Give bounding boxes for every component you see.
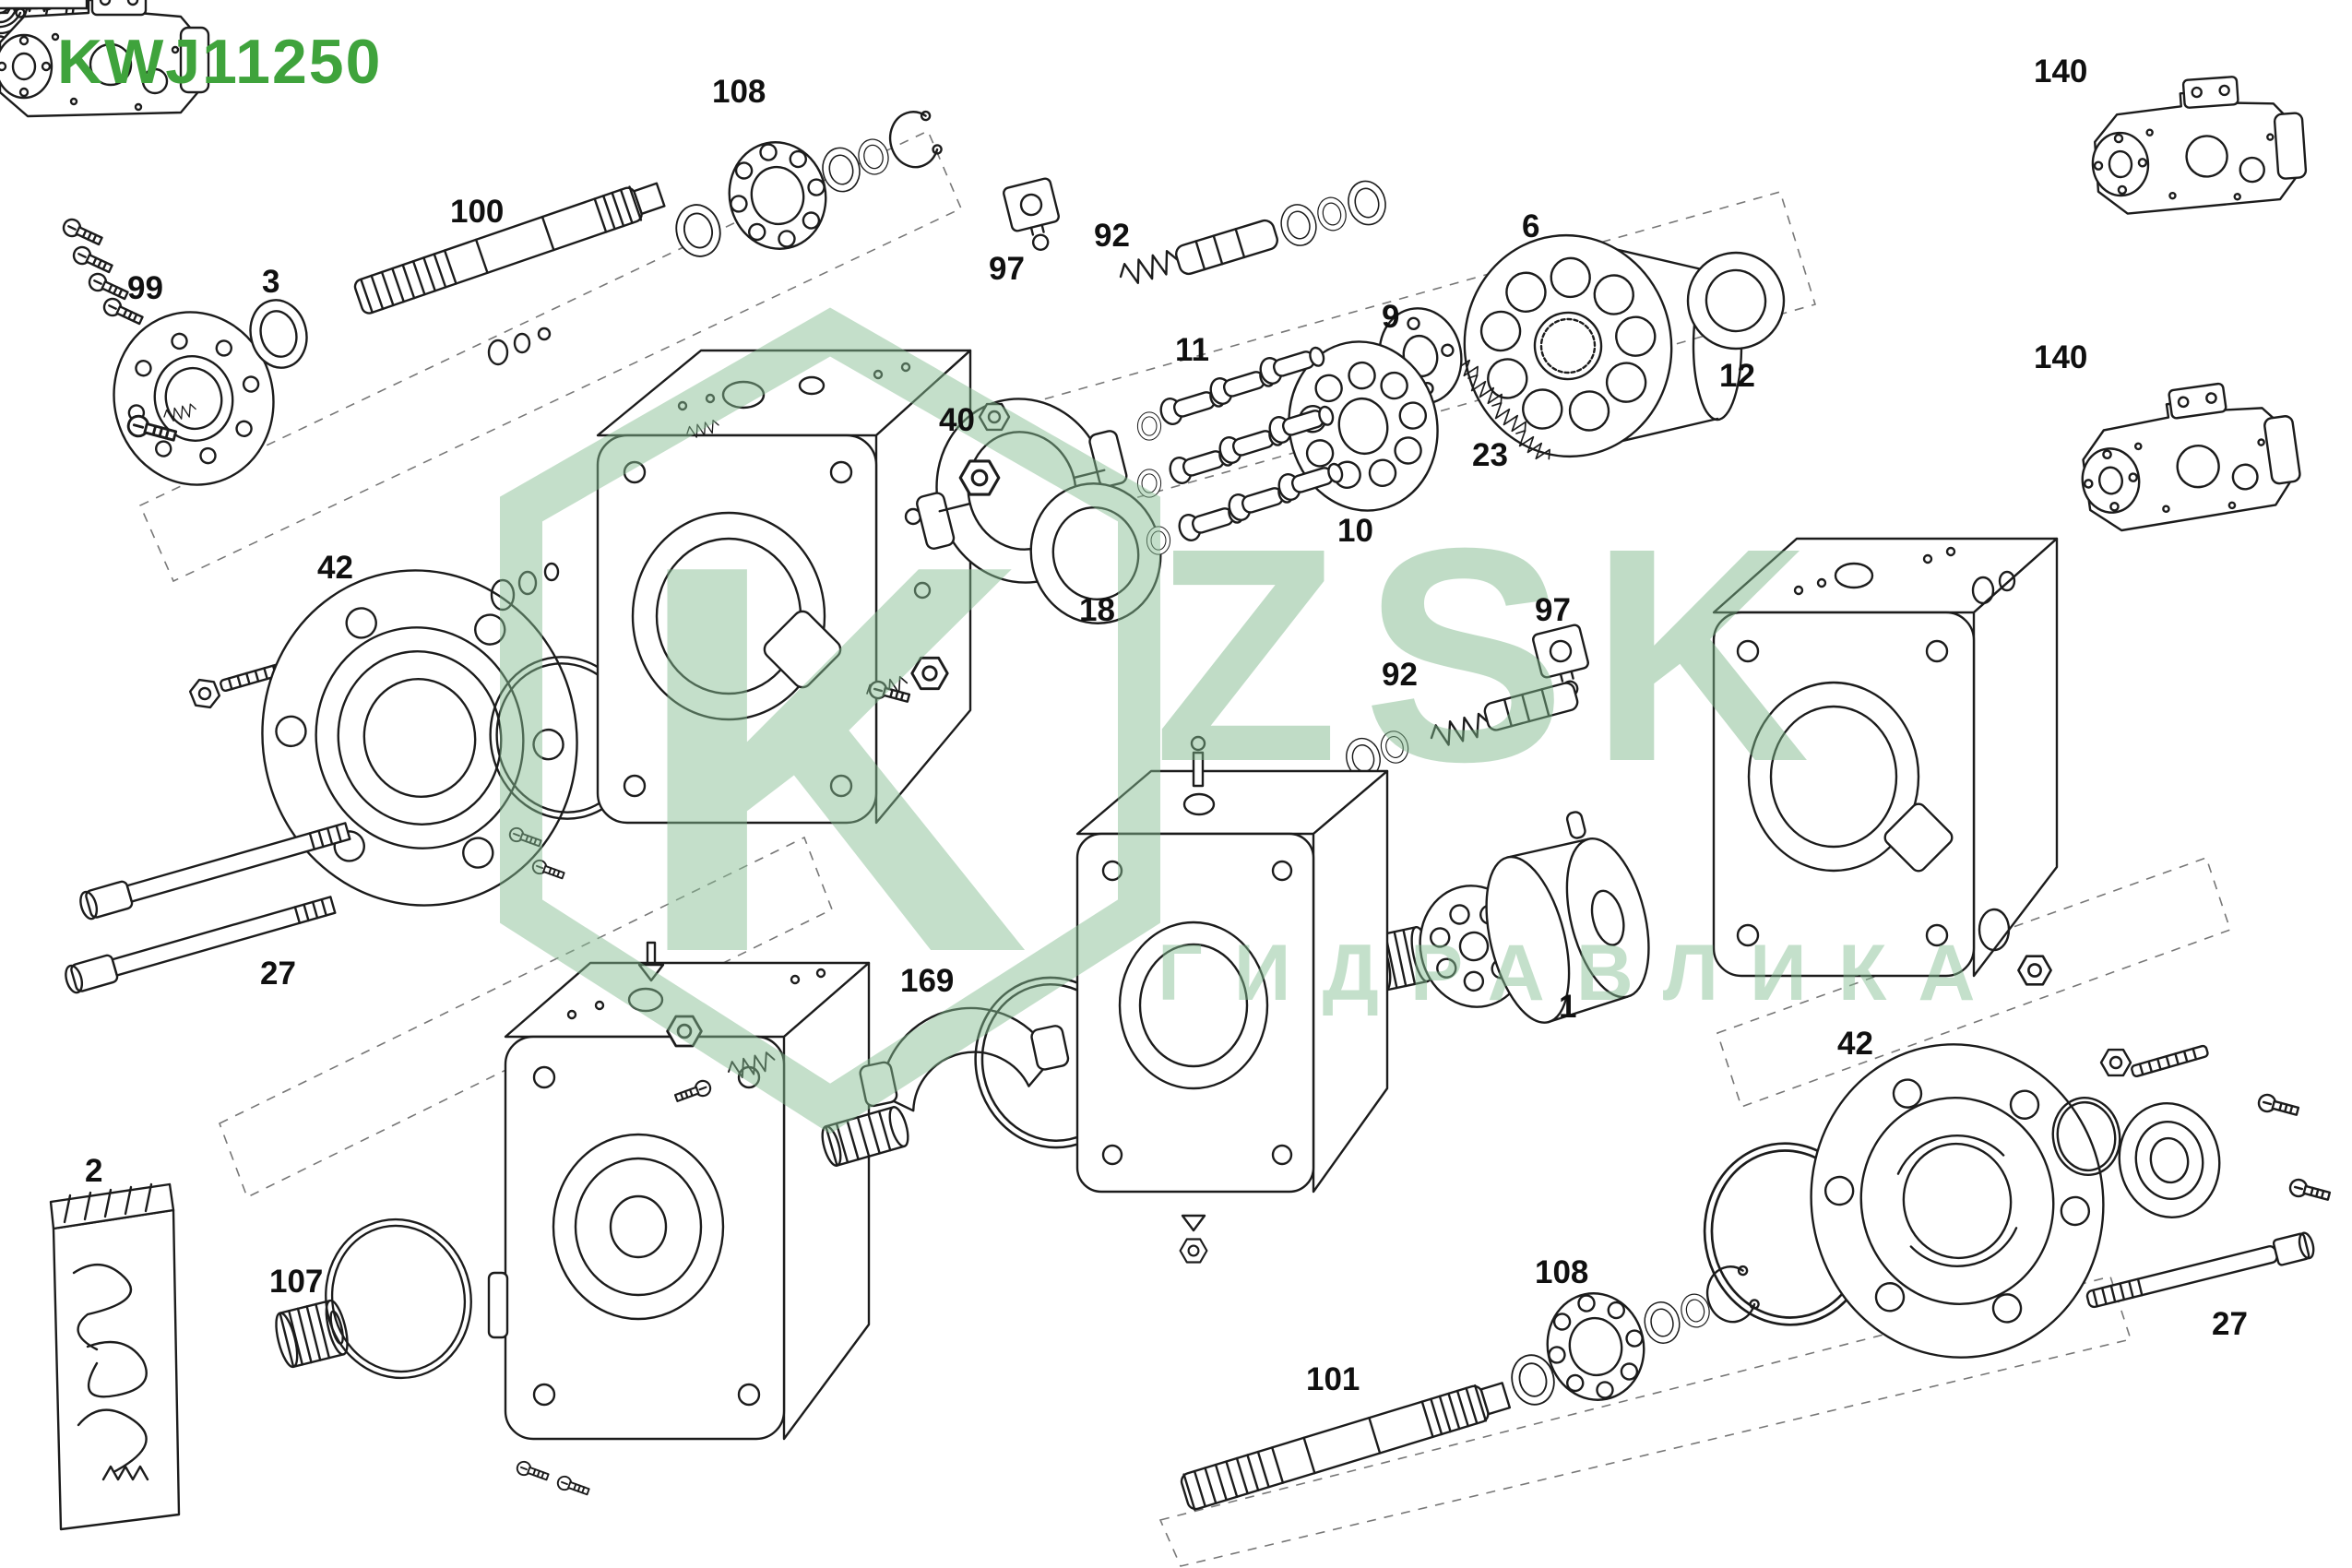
part-140-pump-top	[2085, 71, 2310, 218]
page-title: KWJ11250	[57, 27, 383, 97]
part-3-seal	[249, 299, 308, 369]
part-2-seal-kit	[49, 1182, 181, 1531]
part-169-cradle	[859, 1006, 1070, 1112]
part-group-right-flange	[1689, 1043, 2333, 1359]
part-6-cylinder-block	[1463, 233, 1743, 458]
part-108-bearing-top	[718, 132, 837, 259]
part-group-left-housing	[62, 327, 972, 996]
part-label-92-mid: 92	[1382, 657, 1418, 693]
part-label-92-top: 92	[1094, 218, 1130, 254]
part-housing-bottom-center	[1075, 735, 1389, 1264]
part-label-108-bottom: 108	[1535, 1254, 1589, 1290]
part-label-6: 6	[1522, 208, 1540, 244]
part-housing-right	[1712, 537, 2059, 986]
part-label-18: 18	[1079, 592, 1115, 628]
part-97-valve-top	[1003, 177, 1060, 251]
part-group-rotating	[1003, 176, 1786, 555]
part-label-27-right: 27	[2212, 1306, 2248, 1342]
part-label-169: 169	[900, 963, 955, 999]
part-label-97-mid: 97	[1535, 592, 1571, 628]
part-42-right-flange	[1810, 1043, 2105, 1359]
part-label-23: 23	[1472, 437, 1508, 473]
part-washer	[670, 199, 727, 262]
part-label-27-left: 27	[260, 956, 296, 992]
part-label-1: 1	[1559, 989, 1577, 1025]
part-42-left-flange	[261, 569, 578, 907]
part-label-2: 2	[85, 1153, 103, 1189]
part-label-40: 40	[939, 402, 975, 438]
part-92-spool-mid	[1341, 682, 1579, 783]
part-27-bolt-right	[2085, 1231, 2315, 1309]
part-label-101: 101	[1306, 1361, 1360, 1397]
part-snap-ring	[885, 106, 945, 172]
part-label-9: 9	[1382, 299, 1400, 335]
part-label-11: 11	[1175, 332, 1209, 368]
part-label-12: 12	[1719, 358, 1755, 394]
part-92-spool-top	[1116, 176, 1391, 289]
part-label-42-right: 42	[1837, 1026, 1873, 1062]
part-label-107: 107	[269, 1264, 324, 1300]
part-label-100: 100	[450, 194, 505, 230]
part-oring-left	[310, 1205, 487, 1393]
part-12-washer	[1686, 251, 1786, 350]
part-group-right-housing	[1341, 537, 2059, 1024]
part-group-shaft-101	[1180, 1261, 1763, 1512]
part-140-pump-bottom	[2070, 373, 2306, 537]
part-needle-roller	[821, 1106, 909, 1167]
part-101-shaft	[1180, 1382, 1512, 1512]
part-label-99: 99	[127, 270, 163, 306]
part-label-10: 10	[1337, 513, 1373, 549]
part-housing-center	[596, 349, 972, 825]
part-housing-bottom-left	[487, 961, 871, 1441]
part-label-108-top: 108	[712, 74, 766, 110]
part-seal-washer	[2118, 1102, 2221, 1218]
part-label-42-left: 42	[317, 550, 353, 586]
part-1-servo-assembly	[1369, 811, 1650, 1024]
part-label-140-bottom: 140	[2034, 339, 2088, 375]
part-label-140-top: 140	[2034, 53, 2088, 89]
part-countersunk-screw	[637, 941, 665, 982]
part-group-bottom-left	[49, 656, 949, 1531]
part-label-97-top: 97	[989, 251, 1025, 287]
part-107-needle-bearing	[275, 1299, 349, 1369]
part-group-bottom-center	[821, 735, 1389, 1264]
part-100-shaft	[353, 182, 666, 315]
part-label-3: 3	[262, 264, 280, 300]
part-108-bearing-bottom	[1536, 1283, 1656, 1410]
